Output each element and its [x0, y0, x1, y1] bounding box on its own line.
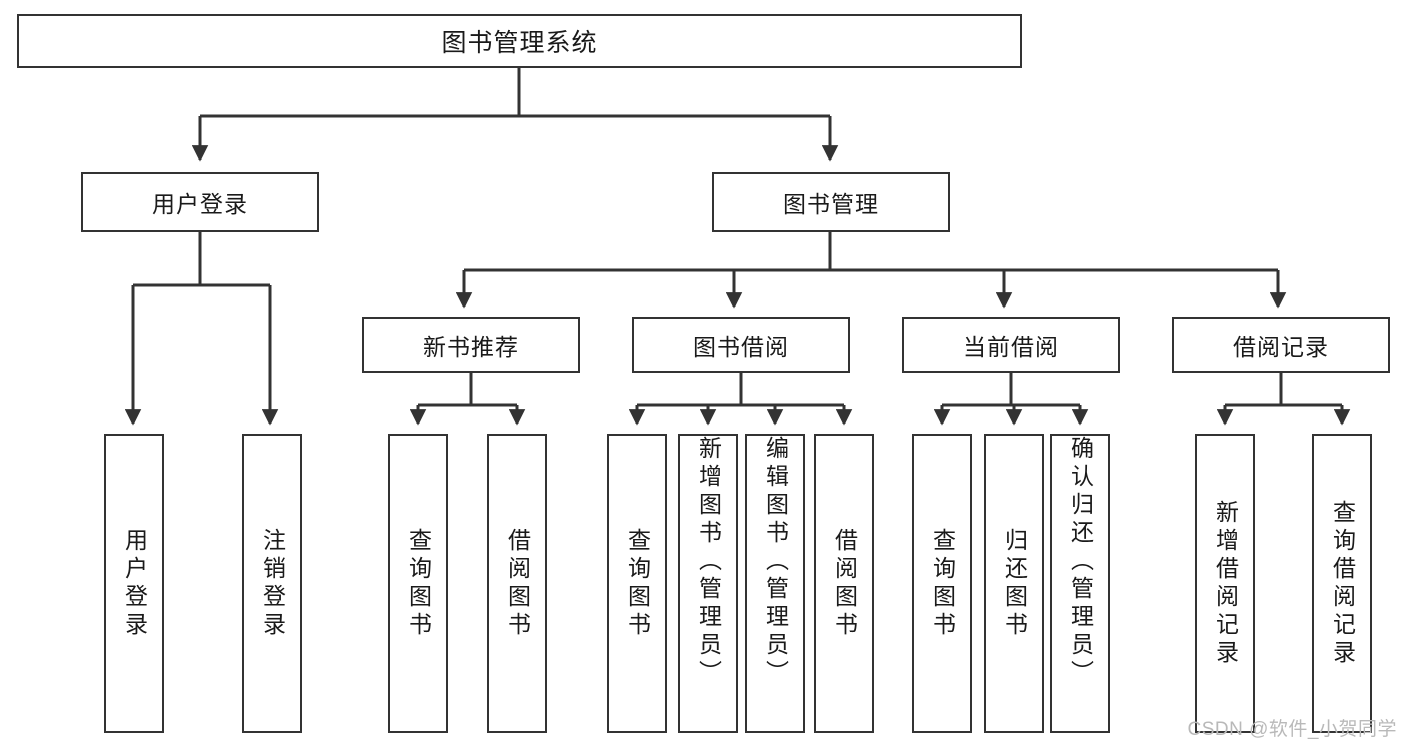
node-user-login[interactable]: 用户登录: [81, 172, 319, 232]
leaf-logout[interactable]: 注销登录: [242, 434, 302, 733]
leaf-borrow-book-1[interactable]: 借阅图书: [487, 434, 547, 733]
leaf-query-borrow-record[interactable]: 查询借阅记录: [1312, 434, 1372, 733]
node-user-login-label: 用户登录: [152, 191, 248, 217]
leaf-query-book-2-label: 查询图书: [624, 527, 651, 640]
leaf-return-book-label: 归还图书: [1001, 527, 1028, 640]
node-root-label: 图书管理系统: [441, 29, 598, 57]
leaf-add-borrow-record-label: 新增借阅记录: [1212, 499, 1239, 668]
leaf-user-login-label: 用户登录: [121, 527, 148, 640]
leaf-borrow-book-2-label: 借阅图书: [831, 527, 858, 640]
leaf-query-book-1-label: 查询图书: [405, 527, 432, 640]
leaf-query-borrow-record-label: 查询借阅记录: [1329, 499, 1356, 668]
node-borrow-record-label: 借阅记录: [1233, 334, 1329, 360]
watermark-text: CSDN @软件_小贺同学: [1187, 719, 1397, 740]
leaf-edit-book-admin-label: 编辑图书（管理员）: [762, 436, 789, 688]
leaf-user-login[interactable]: 用户登录: [104, 434, 164, 733]
leaf-add-book-admin-label: 新增图书（管理员）: [695, 436, 722, 688]
leaf-query-book-1[interactable]: 查询图书: [388, 434, 448, 733]
node-borrow-record[interactable]: 借阅记录: [1172, 317, 1390, 373]
node-book-borrow[interactable]: 图书借阅: [632, 317, 850, 373]
leaf-confirm-return-admin-label: 确认归还（管理员）: [1067, 436, 1094, 688]
leaf-query-book-3-label: 查询图书: [929, 527, 956, 640]
leaf-confirm-return-admin[interactable]: 确认归还（管理员）: [1050, 434, 1110, 733]
leaf-borrow-book-2[interactable]: 借阅图书: [814, 434, 874, 733]
node-current-borrow[interactable]: 当前借阅: [902, 317, 1120, 373]
node-new-book-recommend[interactable]: 新书推荐: [362, 317, 580, 373]
leaf-logout-label: 注销登录: [259, 527, 286, 640]
leaf-edit-book-admin[interactable]: 编辑图书（管理员）: [745, 434, 805, 733]
node-book-management[interactable]: 图书管理: [712, 172, 950, 232]
node-book-borrow-label: 图书借阅: [693, 334, 789, 360]
leaf-return-book[interactable]: 归还图书: [984, 434, 1044, 733]
leaf-borrow-book-1-label: 借阅图书: [504, 527, 531, 640]
node-new-book-recommend-label: 新书推荐: [423, 334, 519, 360]
node-root[interactable]: 图书管理系统: [17, 14, 1022, 68]
leaf-query-book-2[interactable]: 查询图书: [607, 434, 667, 733]
node-current-borrow-label: 当前借阅: [963, 334, 1059, 360]
leaf-add-borrow-record[interactable]: 新增借阅记录: [1195, 434, 1255, 733]
leaf-add-book-admin[interactable]: 新增图书（管理员）: [678, 434, 738, 733]
node-book-management-label: 图书管理: [783, 191, 879, 217]
leaf-query-book-3[interactable]: 查询图书: [912, 434, 972, 733]
